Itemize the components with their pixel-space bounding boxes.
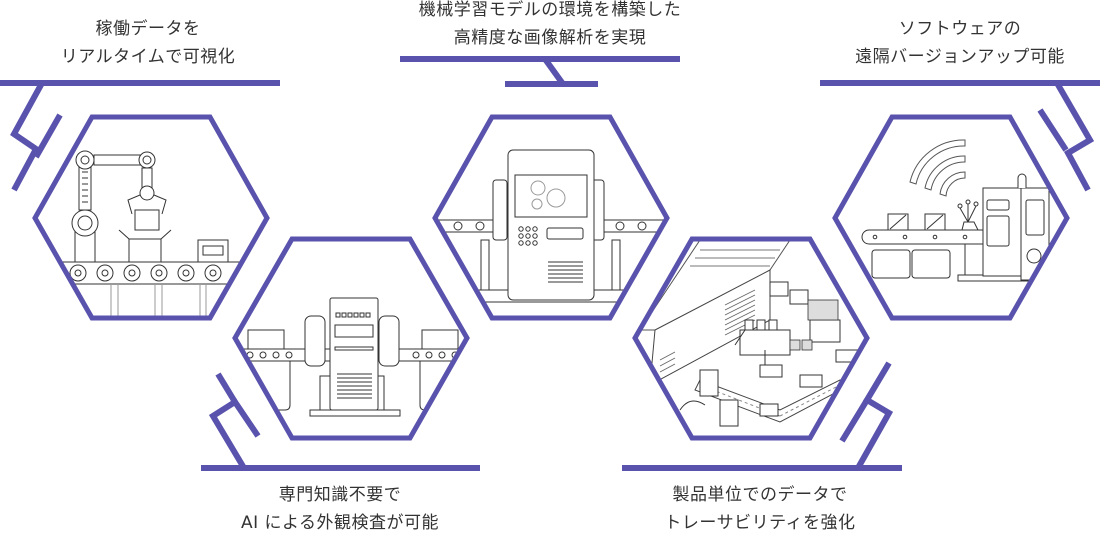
hexagon-frame: [632, 236, 870, 441]
caption-line: 製品単位でのデータで: [672, 485, 848, 505]
connector-lines: [0, 56, 1100, 471]
caption-line: ソフトウェアの: [898, 19, 1022, 39]
isometric-factory-icon: [632, 236, 870, 441]
caption-line: 遠隔バージョンアップ可能: [855, 47, 1065, 67]
caption-line: 機械学習モデルの環境を構築した: [418, 0, 682, 20]
caption-line: AI による外観検査が可能: [240, 513, 440, 533]
hexagon-frame: [432, 114, 670, 321]
caption-line: 稼働データを: [95, 19, 201, 39]
gear-control-machine-icon: [432, 114, 670, 321]
caption-line: 専門知識不要で: [278, 485, 402, 505]
robot-arm-conveyor-icon: [32, 114, 270, 321]
caption-product-traceability: 製品単位でのデータで トレーサビリティを強化: [620, 481, 900, 537]
hexagon-frame: [232, 236, 470, 441]
hexagon-frame: [32, 114, 270, 321]
caption-ai-visual-inspection: 専門知識不要で AI による外観検査が可能: [200, 481, 480, 537]
caption-ml-image-analysis: 機械学習モデルの環境を構築した 高精度な画像解析を実現: [380, 0, 720, 52]
caption-realtime-visualization: 稼働データを リアルタイムで可視化: [18, 15, 278, 71]
caption-line: トレーサビリティを強化: [664, 513, 856, 533]
wireless-conveyor-machine-icon: [832, 114, 1070, 321]
caption-remote-software-update: ソフトウェアの 遠隔バージョンアップ可能: [820, 15, 1100, 71]
inspection-machine-conveyor-icon: [232, 236, 470, 441]
caption-line: 高精度な画像解析を実現: [453, 28, 647, 48]
caption-line: リアルタイムで可視化: [60, 47, 236, 67]
hexagon-frame: [832, 114, 1070, 321]
